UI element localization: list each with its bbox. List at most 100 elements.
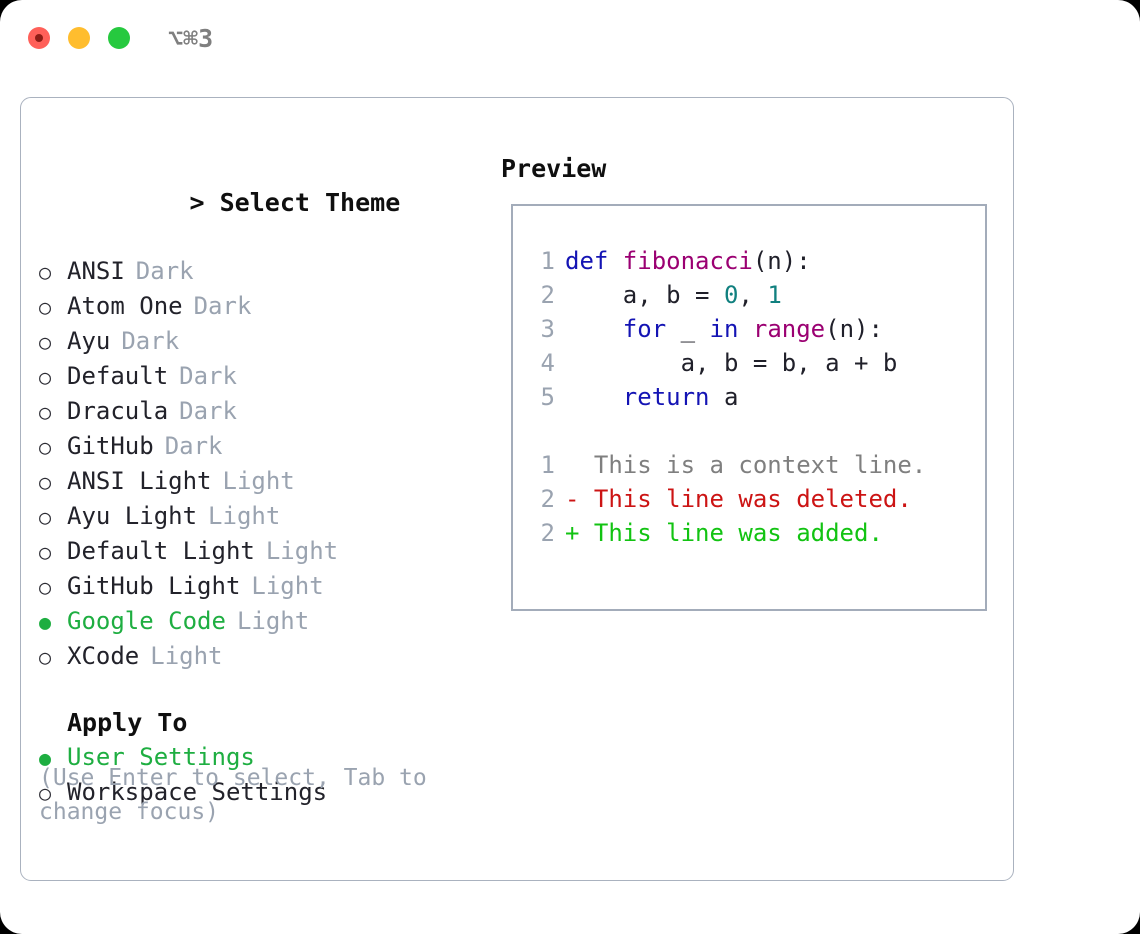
theme-option-xcode[interactable]: ○ XCode Light [39,639,499,674]
theme-option-category: Dark [135,257,194,285]
code-token [565,383,623,411]
traffic-lights [28,27,130,49]
line-number: 1 [540,451,555,479]
help-text: (Use Enter to select, Tab to change focu… [39,765,427,825]
code-token: , [738,281,768,309]
radio-unselected-icon: ○ [39,330,52,354]
focus-caret: > [189,188,220,217]
theme-option-label: Atom One [67,292,183,320]
theme-option-category: Light [236,607,310,635]
maximize-button-icon[interactable] [108,27,130,49]
diff-text: This line was deleted. [593,485,912,513]
theme-option-category: Dark [164,432,223,460]
line-number: 2 [540,519,555,547]
theme-option-label: Google Code [67,607,226,635]
theme-option-ayu-light[interactable]: ○ Ayu Light Light [39,499,499,534]
line-number: 1 [540,247,555,275]
theme-option-github[interactable]: ○ GitHub Dark [39,429,499,464]
code-token: fibonacci [622,247,753,275]
code-token: (n): [752,247,811,275]
apply-option-workspace-settings[interactable]: ○ Workspace Settings [39,775,499,810]
theme-option-category: Light [251,572,324,600]
code-line: 5 return a [525,380,926,414]
theme-option-category: Light [222,467,295,495]
apply-option-label: User Settings [67,743,255,771]
code-blank-line [525,414,926,448]
theme-option-default-light[interactable]: ○ Default Light Light [39,534,499,569]
code-token: 1 [767,281,782,309]
code-token: for [622,315,667,343]
radio-selected-icon: ● [39,610,52,634]
theme-option-category: Light [265,537,339,565]
line-number: 4 [540,349,555,377]
theme-option-category: Light [208,502,281,530]
code-token: a [709,383,739,411]
diff-marker: - [565,485,594,513]
theme-option-label: Dracula [67,397,169,425]
minimize-button-icon[interactable] [68,27,90,49]
code-line: 2 a, b = 0, 1 [525,278,926,312]
select-theme-label: Select Theme [219,188,401,217]
radio-unselected-icon: ○ [39,260,52,284]
apply-to-heading: Apply To [67,708,188,737]
code-line: 4 a, b = b, a + b [525,346,926,380]
theme-option-label: Default Light [67,537,255,565]
code-token: (n): [825,315,883,343]
theme-option-label: GitHub [67,432,154,460]
radio-unselected-icon: ○ [39,575,52,599]
theme-option-label: XCode [67,642,140,670]
theme-option-atom-one[interactable]: ○ Atom One Dark [39,289,499,324]
radio-unselected-icon: ○ [39,435,52,459]
code-line: 3 for _ in range(n): [525,312,926,346]
diff-line-del: 2- This line was deleted. [525,482,926,516]
radio-unselected-icon: ○ [39,295,52,319]
radio-unselected-icon: ○ [39,505,52,529]
theme-option-ansi[interactable]: ○ ANSI Dark [39,254,499,289]
line-number: 3 [540,315,555,343]
theme-option-label: ANSI [67,257,125,285]
radio-unselected-icon: ○ [39,781,52,805]
theme-option-category: Dark [179,362,237,390]
select-theme-heading: > Select Theme [39,152,499,254]
diff-text: This is a context line. [593,451,927,479]
diff-text: This line was added. [593,519,883,547]
theme-option-category: Light [150,642,223,670]
theme-option-category: Dark [121,327,180,355]
keyboard-shortcut-label: ⌥⌘3 [168,24,214,53]
radio-unselected-icon: ○ [39,540,52,564]
code-token: 0 [723,281,739,309]
theme-option-category: Dark [193,292,252,320]
apply-option-label: Workspace Settings [67,778,328,806]
preview-heading: Preview [501,154,607,183]
theme-option-github-light[interactable]: ○ GitHub Light Light [39,569,499,604]
code-token [738,315,752,343]
apply-option-user-settings[interactable]: ● User Settings [39,740,499,775]
code-token: a, b = b, a + b [565,349,898,377]
theme-option-google-code[interactable]: ● Google Code Light [39,604,499,639]
code-token [565,315,623,343]
theme-option-label: Ayu Light [67,502,198,530]
code-token: range [752,315,826,343]
radio-unselected-icon: ○ [39,645,52,669]
theme-option-category: Dark [179,397,237,425]
close-button-icon[interactable] [28,27,50,49]
diff-line-add: 2+ This line was added. [525,516,926,550]
theme-option-label: ANSI Light [67,467,212,495]
radio-selected-icon: ● [39,746,52,770]
theme-option-label: GitHub Light [67,572,241,600]
code-token: _ [666,315,710,343]
title-bar: ⌥⌘3 [0,0,1140,78]
theme-option-label: Default [67,362,169,390]
